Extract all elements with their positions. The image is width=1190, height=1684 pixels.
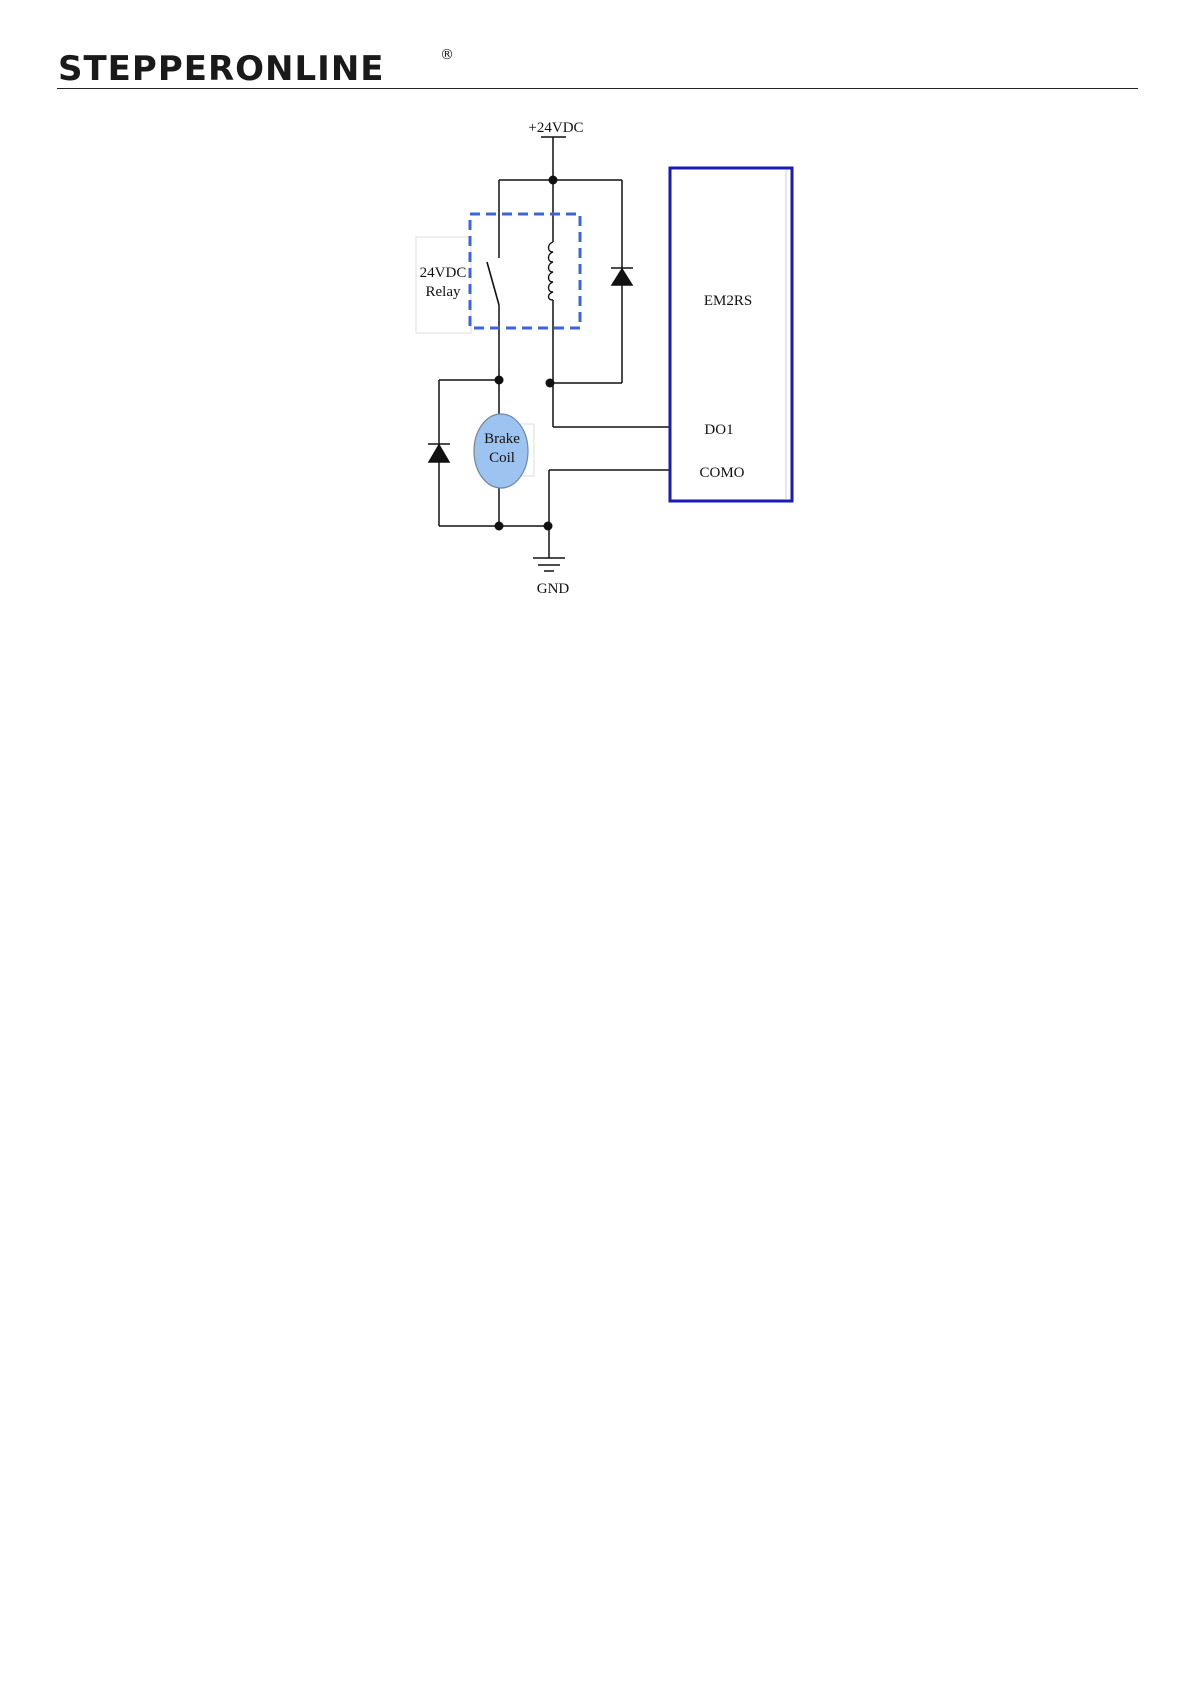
driver-label: EM2RS bbox=[704, 293, 752, 309]
relay-coil-icon bbox=[549, 242, 554, 300]
em2rs-driver-box bbox=[670, 168, 792, 501]
relay-label-line2: Relay bbox=[426, 284, 461, 300]
diode-icon-right bbox=[611, 268, 633, 285]
relay-label-line1: 24VDC bbox=[420, 265, 467, 281]
supply-label: +24VDC bbox=[528, 120, 583, 136]
como-label: COMO bbox=[699, 465, 744, 481]
brake-label-line1: Brake bbox=[484, 431, 520, 447]
relay-boundary bbox=[470, 214, 580, 328]
ground-label: GND bbox=[537, 581, 570, 597]
circuit-wires bbox=[439, 137, 670, 571]
brake-wiring-diagram: +24VDC 24VDC Relay Brake Coil EM2RS DO1 … bbox=[0, 0, 1190, 620]
brake-label-line2: Coil bbox=[489, 450, 515, 466]
relay-switch-contact bbox=[487, 262, 499, 305]
diode-icon-left bbox=[428, 444, 450, 462]
do1-label: DO1 bbox=[704, 422, 733, 438]
